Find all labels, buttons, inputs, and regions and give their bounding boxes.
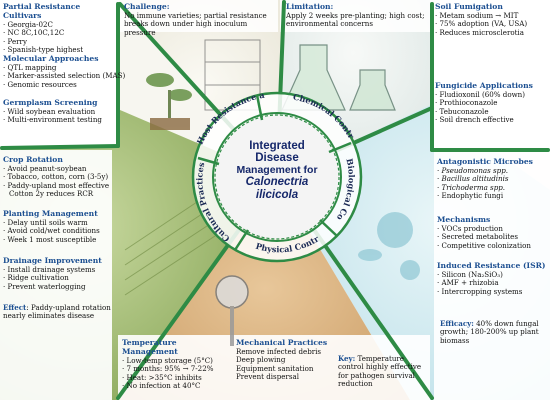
partial-resistance-title: Partial Resistance Cultivars	[3, 2, 81, 20]
temp-item: No infection at 40°C	[122, 381, 232, 390]
challenge-block: Challenge: No immune varieties; partial …	[124, 2, 274, 37]
isr-item: Intercropping systems	[437, 287, 548, 296]
partial-item: Spanish-type highest	[3, 45, 117, 54]
mechanism-item: VOCs production	[437, 224, 548, 233]
germplasm-title: Germplasm Screening	[3, 98, 98, 107]
planting-item: Avoid cold/wet conditions	[3, 226, 113, 235]
germplasm-item: Wild soybean evaluation	[3, 107, 117, 116]
isr-block: Induced Resistance (ISR) Silicon (Na₂SiO…	[437, 261, 548, 296]
center-line-4: Calonectria	[245, 176, 309, 189]
temp-item: Low-temp storage (5°C)	[122, 356, 232, 365]
partial-resistance-block: Partial Resistance Cultivars Georgia-02C…	[3, 2, 117, 54]
drainage-item: Prevent waterlogging	[3, 282, 113, 291]
germplasm-block: Germplasm Screening Wild soybean evaluat…	[3, 98, 117, 125]
partial-item: Georgia-02C	[3, 20, 117, 29]
fumigation-item: 75% adoption (VA, USA)	[435, 19, 548, 28]
planting-item: Week 1 most susceptible	[3, 235, 113, 244]
center-disc	[215, 115, 339, 239]
mech-item: Equipment sanitation	[236, 363, 314, 373]
mech-item: Remove infected debris	[236, 346, 322, 356]
fungicide-title: Fungicide Applications	[435, 81, 533, 90]
mech-item: Deep plowing	[236, 355, 286, 365]
mechanical-block: Mechanical Practices Remove infected deb…	[236, 338, 336, 382]
effect-block: Effect: Paddy-upland rotation nearly eli…	[3, 303, 115, 321]
effect-text: : Paddy-upland rotation nearly eliminate…	[3, 303, 111, 321]
microbe-icon	[358, 212, 420, 280]
fumigation-item: Reduces microsclerotia	[435, 28, 548, 37]
mechanical-title: Mechanical Practices	[236, 338, 328, 347]
rotation-item: Avoid peanut-soybean	[3, 164, 113, 173]
challenge-title: Challenge:	[124, 2, 170, 11]
effect-title: Effect	[3, 303, 27, 312]
planting-item: Delay until soils warm	[3, 218, 113, 227]
isr-item: AMF + rhizobia	[437, 278, 548, 287]
microbe-item: Trichoderma spp.	[437, 183, 548, 192]
fungicide-item: Fludioxonil (60% down)	[435, 90, 548, 99]
fumigation-item: Metam sodium → MIT	[435, 11, 548, 20]
thermometer-icon	[215, 275, 249, 346]
drainage-item: Ridge cultivation	[3, 273, 113, 282]
fungicide-item: Prothioconazole	[435, 98, 548, 107]
rotation-item: Tobacco, cotton, corn (3-5y)	[3, 172, 113, 181]
drainage-title: Drainage Improvement	[3, 256, 102, 265]
center-line-2: Disease	[255, 152, 299, 165]
efficacy-title: Efficacy:	[440, 319, 474, 328]
challenge-text: No immune varieties; partial resistance …	[124, 10, 267, 37]
rotation-extra: Cotton 2y reduces RCR	[9, 189, 94, 199]
fumigation-block: Soil Fumigation Metam sodium → MIT 75% a…	[435, 2, 548, 37]
temperature-block: Temperature Management Low-temp storage …	[122, 338, 232, 390]
mechanisms-title: Mechanisms	[437, 215, 491, 224]
limitation-title: Limitation:	[286, 2, 334, 11]
drainage-item: Install drainage systems	[3, 265, 113, 274]
mechanisms-block: Mechanisms VOCs production Secreted meta…	[437, 215, 548, 250]
planting-title: Planting Management	[3, 209, 98, 218]
isr-item: Silicon (Na₂SiO₃)	[437, 270, 548, 279]
drainage-block: Drainage Improvement Install drainage sy…	[3, 256, 113, 291]
microbe-item: Bacillus altitudinis	[437, 174, 548, 183]
temp-item: 7 months: 95% → 7-22%	[122, 364, 232, 373]
microbe-item: Pseudomonas spp.	[437, 166, 548, 175]
rotation-item: Paddy-upland most effective	[3, 181, 113, 190]
center-line-5: ilicicola	[255, 188, 299, 201]
microbe-item: Endophytic fungi	[437, 191, 548, 200]
isr-title: Induced Resistance (ISR)	[437, 261, 546, 270]
germplasm-item: Multi-environment testing	[3, 115, 117, 124]
key-title: Key:	[338, 354, 356, 363]
crop-rotation-title: Crop Rotation	[3, 155, 63, 164]
center-line-3: Management for	[236, 163, 318, 176]
center-title: Integrated Disease Management for Calone…	[215, 140, 339, 201]
seedling-icon	[146, 73, 192, 130]
molecular-item: QTL mapping	[3, 63, 117, 72]
molecular-block: Molecular Approaches QTL mapping Marker-…	[3, 54, 126, 89]
microbes-title: Antagonistic Microbes	[437, 157, 533, 166]
microbes-block: Antagonistic Microbes Pseudomonas spp. B…	[437, 157, 548, 200]
efficacy-text: 40% down fungal growth; 180-200% up plan…	[440, 319, 539, 345]
molecular-item: Genomic resources	[3, 80, 117, 89]
planting-block: Planting Management Delay until soils wa…	[3, 209, 113, 244]
limitation-block: Limitation: Apply 2 weeks pre-planting; …	[286, 2, 428, 29]
partial-item: Perry	[3, 37, 117, 46]
partial-item: NC 8C,10C,12C	[3, 28, 117, 37]
mech-item: Prevent dispersal	[236, 372, 299, 382]
field-rows-icon	[124, 199, 216, 296]
efficacy-block: Efficacy: 40% down fungal growth; 180-20…	[440, 319, 548, 345]
center-line-1: Integrated	[249, 140, 305, 152]
temperature-title: Temperature Management	[122, 338, 178, 356]
mechanism-item: Competitive colonization	[437, 241, 548, 250]
fungicide-block: Fungicide Applications Fludioxonil (60% …	[435, 81, 548, 124]
key-block: Key: Temperature control highly effectiv…	[338, 354, 430, 389]
flask-icon	[281, 44, 396, 111]
key-text: Temperature control highly effective for…	[338, 354, 422, 389]
molecular-item: Marker-assisted selection (MAS)	[3, 71, 126, 80]
temp-item: Heat: >35°C inhibits	[122, 373, 232, 382]
fungicide-item: Soil drench effective	[435, 115, 548, 124]
fumigation-title: Soil Fumigation	[435, 2, 503, 11]
limitation-text: Apply 2 weeks pre-planting; high cost; e…	[286, 10, 425, 29]
fungicide-item: Tebuconazole	[435, 107, 548, 116]
crop-rotation-block: Crop Rotation Avoid peanut-soybean Tobac…	[3, 155, 113, 199]
molecular-title: Molecular Approaches	[3, 54, 99, 63]
mechanism-item: Secreted metabolites	[437, 232, 548, 241]
